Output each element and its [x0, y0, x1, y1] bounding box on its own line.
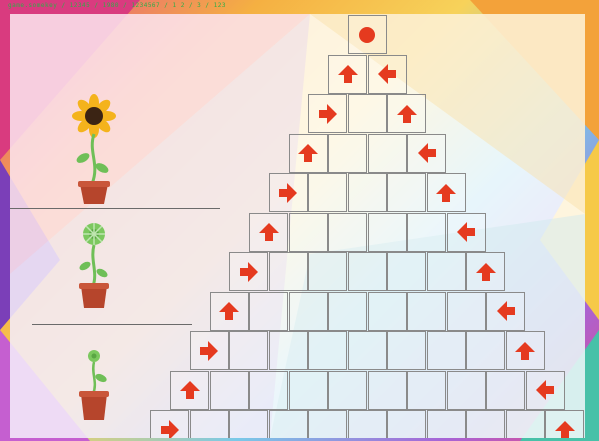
arrow-right-icon — [159, 419, 181, 439]
board-cell[interactable] — [190, 331, 229, 370]
board-cell[interactable] — [407, 213, 446, 252]
arrow-right-icon — [317, 103, 339, 125]
board-cell[interactable] — [506, 331, 545, 370]
board-cell[interactable] — [308, 94, 347, 133]
arrow-up-icon — [396, 103, 418, 125]
board-cell[interactable] — [328, 134, 367, 173]
board-cell[interactable] — [407, 292, 446, 331]
board-cell[interactable] — [447, 213, 486, 252]
board-cell[interactable] — [229, 331, 268, 370]
board-cell[interactable] — [348, 410, 387, 438]
arrow-left-icon — [495, 300, 517, 322]
board-cell[interactable] — [269, 410, 308, 438]
arrow-up-icon — [337, 63, 359, 85]
board-cell[interactable] — [387, 410, 426, 438]
board-cell[interactable] — [407, 371, 446, 410]
arrow-right-icon — [277, 182, 299, 204]
board-cell[interactable] — [269, 173, 308, 212]
arrow-up-icon — [514, 340, 536, 362]
board-cell[interactable] — [368, 371, 407, 410]
board-cell[interactable] — [308, 331, 347, 370]
arrow-up-icon — [258, 221, 280, 243]
board-cell[interactable] — [150, 410, 189, 438]
arrow-up-icon — [218, 300, 240, 322]
board-cell[interactable] — [249, 371, 288, 410]
level-divider-upper — [10, 208, 220, 209]
board-cell[interactable] — [368, 134, 407, 173]
arrow-left-icon — [376, 63, 398, 85]
board-cell[interactable] — [328, 292, 367, 331]
board-cell[interactable] — [348, 331, 387, 370]
board-cell[interactable] — [427, 252, 466, 291]
board-cell[interactable] — [368, 55, 407, 94]
board-cell[interactable] — [190, 410, 229, 438]
board-cell[interactable] — [348, 15, 387, 54]
board-cell[interactable] — [545, 410, 584, 438]
board-cell[interactable] — [427, 173, 466, 212]
board-cell[interactable] — [427, 331, 466, 370]
arrow-left-icon — [416, 142, 438, 164]
board-cell[interactable] — [210, 292, 249, 331]
board-cell[interactable] — [289, 292, 328, 331]
board-cell[interactable] — [328, 55, 367, 94]
board-cell[interactable] — [387, 331, 426, 370]
board-cell[interactable] — [229, 410, 268, 438]
arrow-up-icon — [475, 261, 497, 283]
arrow-left-icon — [534, 379, 556, 401]
board-cell[interactable] — [447, 371, 486, 410]
board-cell[interactable] — [328, 213, 367, 252]
board-cell[interactable] — [289, 371, 328, 410]
board-cell[interactable] — [466, 331, 505, 370]
board-cell[interactable] — [269, 252, 308, 291]
board-cell[interactable] — [427, 410, 466, 438]
sunflower-plant-icon — [68, 92, 120, 204]
board-cell[interactable] — [229, 252, 268, 291]
level-divider-lower — [32, 324, 192, 325]
board-cell[interactable] — [348, 94, 387, 133]
board-cell[interactable] — [308, 173, 347, 212]
board-cell[interactable] — [249, 213, 288, 252]
board-cell[interactable] — [486, 371, 525, 410]
game-panel — [10, 14, 585, 438]
board-cell[interactable] — [466, 410, 505, 438]
board-cell[interactable] — [308, 252, 347, 291]
board-cell[interactable] — [387, 173, 426, 212]
board-cell[interactable] — [289, 134, 328, 173]
top-note-text: game.somekey / 12345 / 1980 / 1234567 / … — [8, 2, 226, 9]
arrow-right-icon — [238, 261, 260, 283]
arrow-up-icon — [297, 142, 319, 164]
board-cell[interactable] — [466, 252, 505, 291]
board-cell[interactable] — [407, 134, 446, 173]
board-cell[interactable] — [289, 213, 328, 252]
board-cell[interactable] — [328, 371, 367, 410]
sunflower-bud-icon — [74, 220, 114, 308]
board-cell[interactable] — [348, 173, 387, 212]
board-cell[interactable] — [210, 371, 249, 410]
goal-dot-icon — [356, 24, 378, 46]
board-cell[interactable] — [368, 292, 407, 331]
board-cell[interactable] — [249, 292, 288, 331]
board-cell[interactable] — [506, 410, 545, 438]
board-cell[interactable] — [486, 292, 525, 331]
board-cell[interactable] — [348, 252, 387, 291]
board-cell[interactable] — [387, 94, 426, 133]
board-cell[interactable] — [526, 371, 565, 410]
arrow-up-icon — [435, 182, 457, 204]
board-cell[interactable] — [170, 371, 209, 410]
arrow-up-icon — [554, 419, 576, 439]
board-cell[interactable] — [447, 292, 486, 331]
arrow-right-icon — [198, 340, 220, 362]
board-cell[interactable] — [269, 331, 308, 370]
board-cell[interactable] — [308, 410, 347, 438]
board-cell[interactable] — [387, 252, 426, 291]
board-cell[interactable] — [368, 213, 407, 252]
arrow-up-icon — [179, 379, 201, 401]
arrow-left-icon — [455, 221, 477, 243]
sprout-plant-icon — [76, 348, 112, 420]
